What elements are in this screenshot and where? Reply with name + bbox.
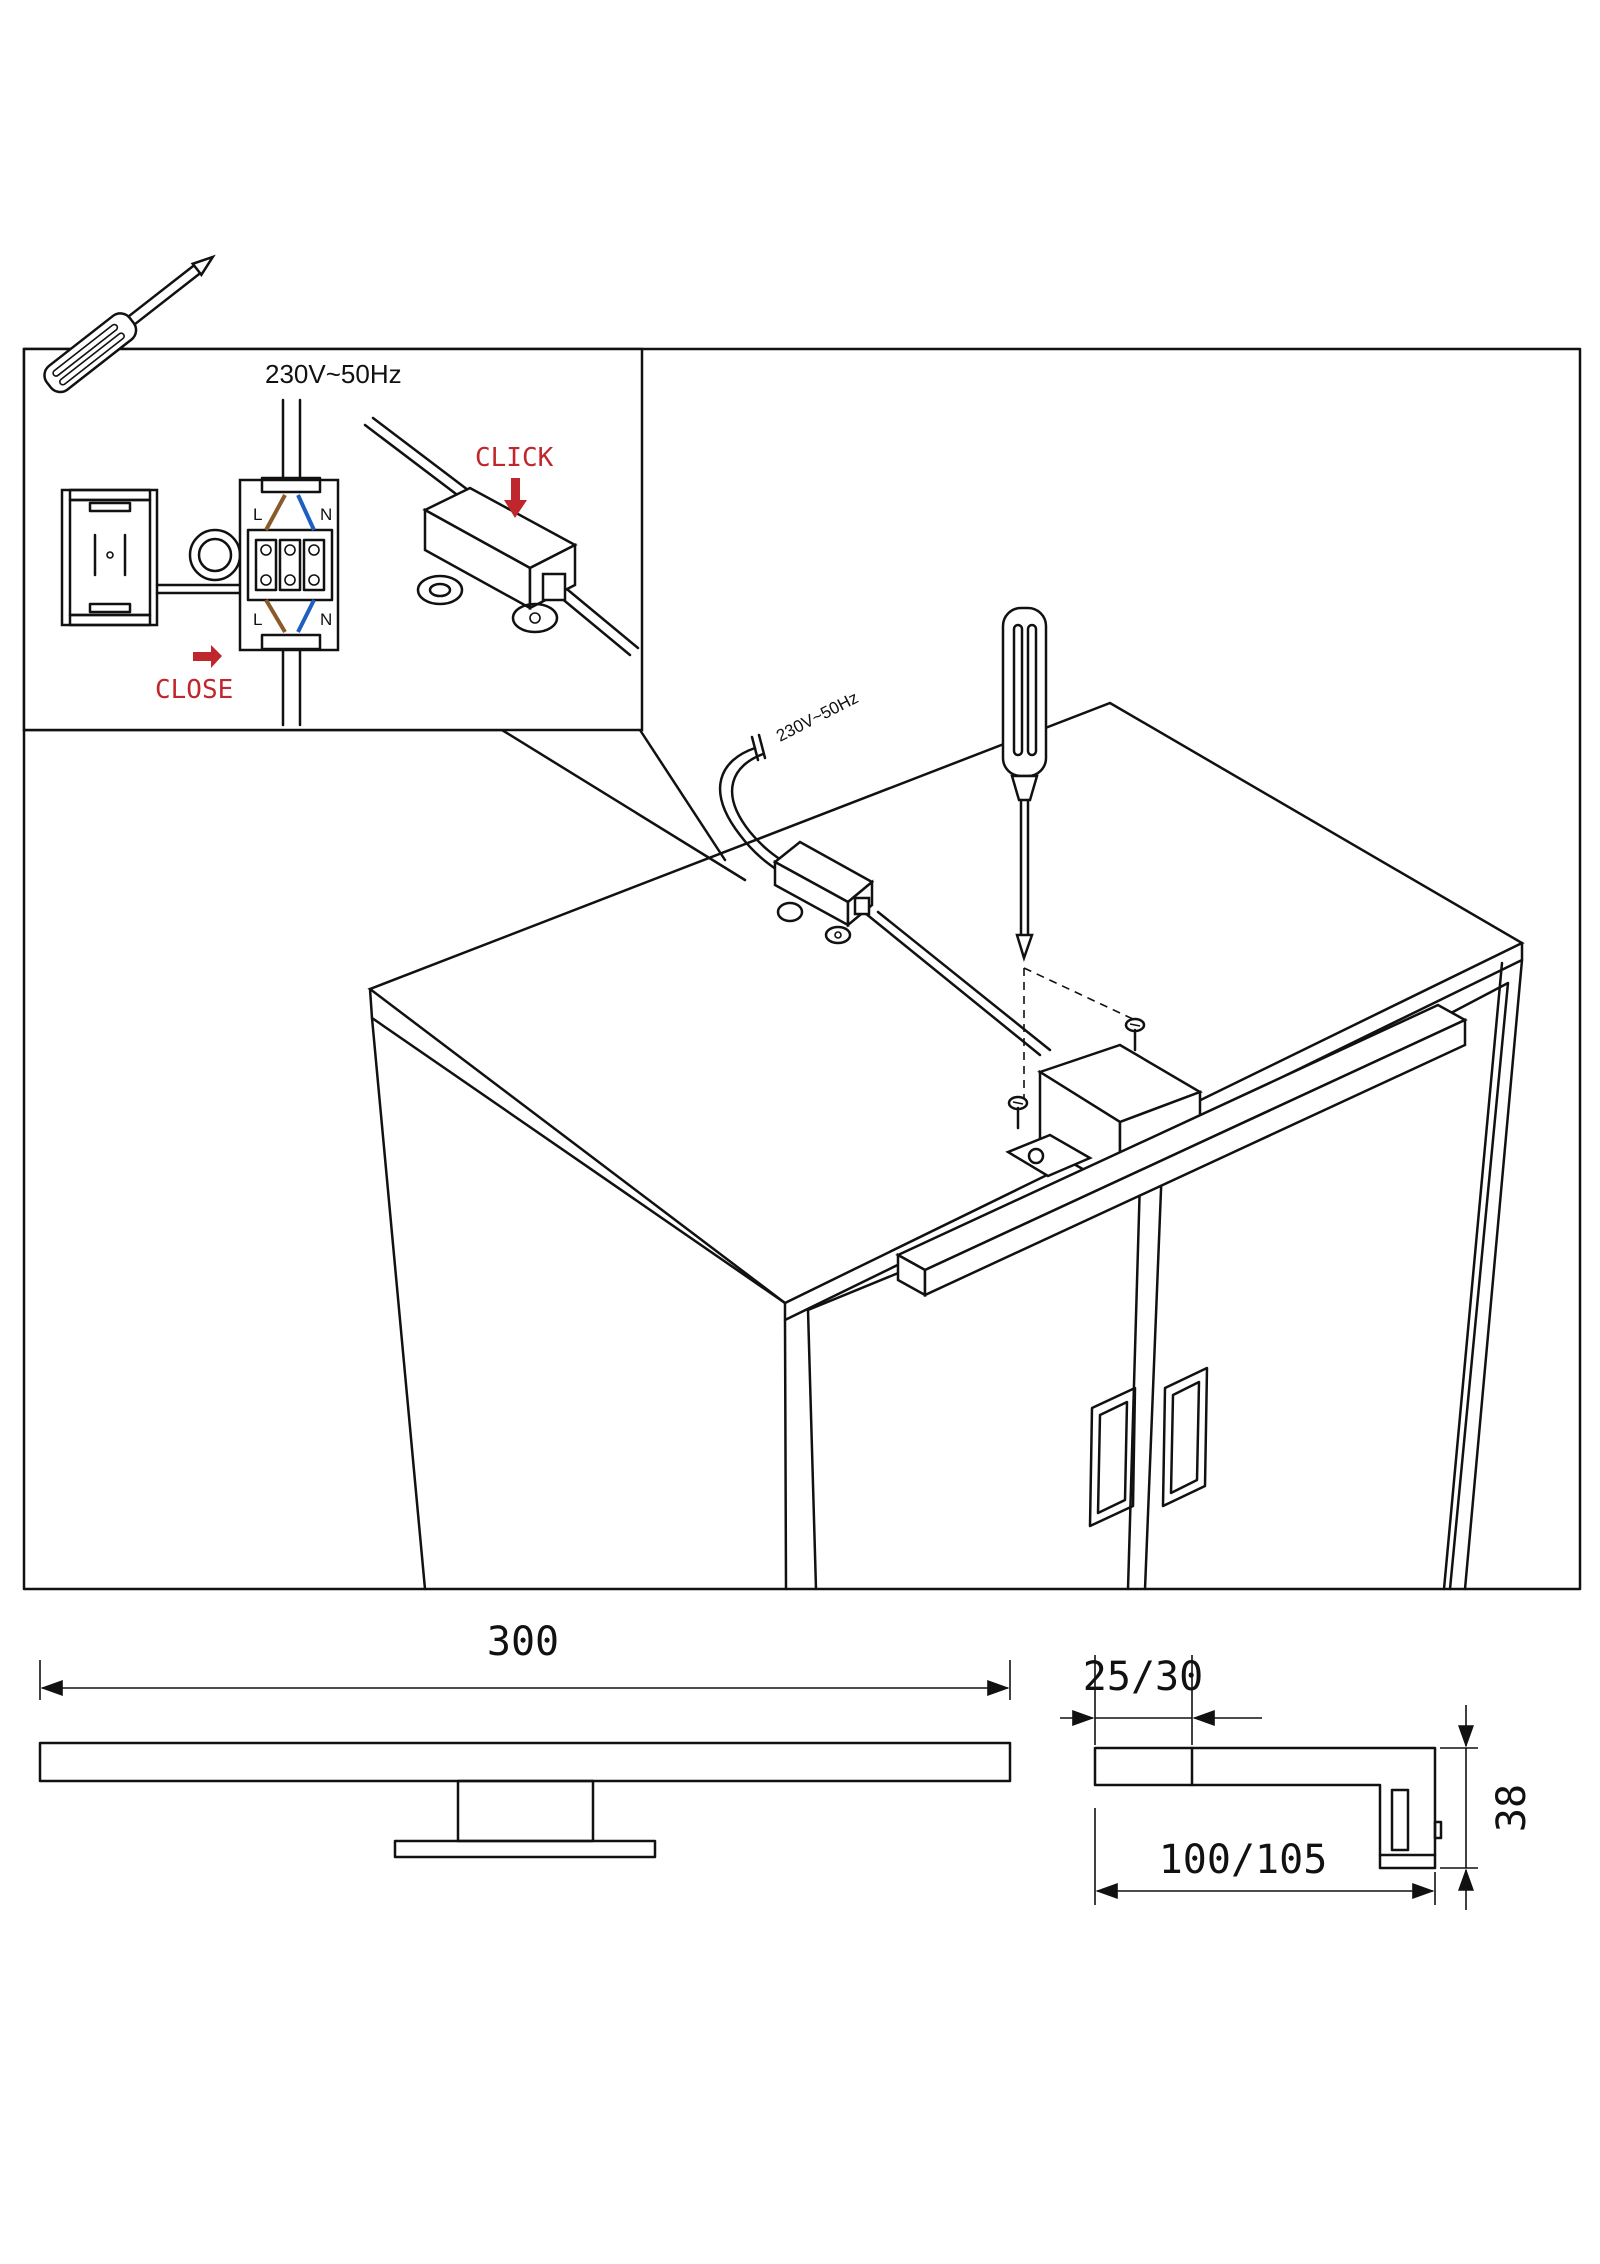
total-depth-dimension: 100/105	[1159, 1837, 1328, 1883]
front-view-drawing: 300	[38, 1619, 1012, 1859]
side-profile	[1093, 1746, 1437, 1870]
front-bracket	[456, 1779, 595, 1843]
junction-box-closing	[363, 416, 640, 657]
front-light-bar	[38, 1741, 1012, 1783]
door-handle-left	[1088, 1386, 1137, 1528]
click-label: CLICK	[475, 443, 554, 473]
front-wall-plate	[393, 1839, 657, 1859]
cabinet-top	[367, 701, 1525, 1305]
wire-blue-bottom	[296, 599, 316, 633]
screw-icon	[1007, 1095, 1029, 1130]
screw-icon	[1124, 1017, 1146, 1052]
mounting-screws	[1007, 967, 1146, 1130]
wire-blue-top	[296, 494, 316, 531]
mirror-lamp	[895, 1003, 1468, 1298]
height-dimension: 38	[1489, 1784, 1535, 1832]
door-handle-right	[1161, 1366, 1209, 1508]
close-arrow-icon	[193, 645, 222, 668]
terminal-label-n-top: N	[320, 505, 332, 524]
junction-box	[772, 840, 875, 945]
installation-frame	[22, 347, 1582, 1591]
length-dimension: 300	[487, 1619, 559, 1665]
side-view-drawing: 25/30 100/105 38	[1060, 1654, 1535, 1910]
terminal-label-l-bottom: L	[253, 610, 262, 629]
terminal-label-n-bottom: N	[320, 610, 332, 629]
close-label: CLOSE	[155, 675, 233, 705]
wire-brown-top	[264, 494, 287, 531]
terminal-label-l-top: L	[253, 505, 262, 524]
screwdriver-icon	[43, 254, 216, 394]
wiring-inset: 230V~50Hz	[22, 254, 644, 732]
cabinet	[367, 701, 1525, 1591]
head-depth-dimension: 25/30	[1083, 1654, 1203, 1700]
terminal-block: L N L N	[238, 398, 340, 727]
wire-brown-bottom	[264, 598, 287, 634]
callout-wedge	[22, 728, 747, 882]
cable-voltage-label: 230V~50Hz	[773, 688, 861, 745]
inset-voltage-label: 230V~50Hz	[265, 359, 402, 389]
screwdriver-icon	[1001, 606, 1048, 963]
click-arrow-icon	[504, 478, 527, 518]
